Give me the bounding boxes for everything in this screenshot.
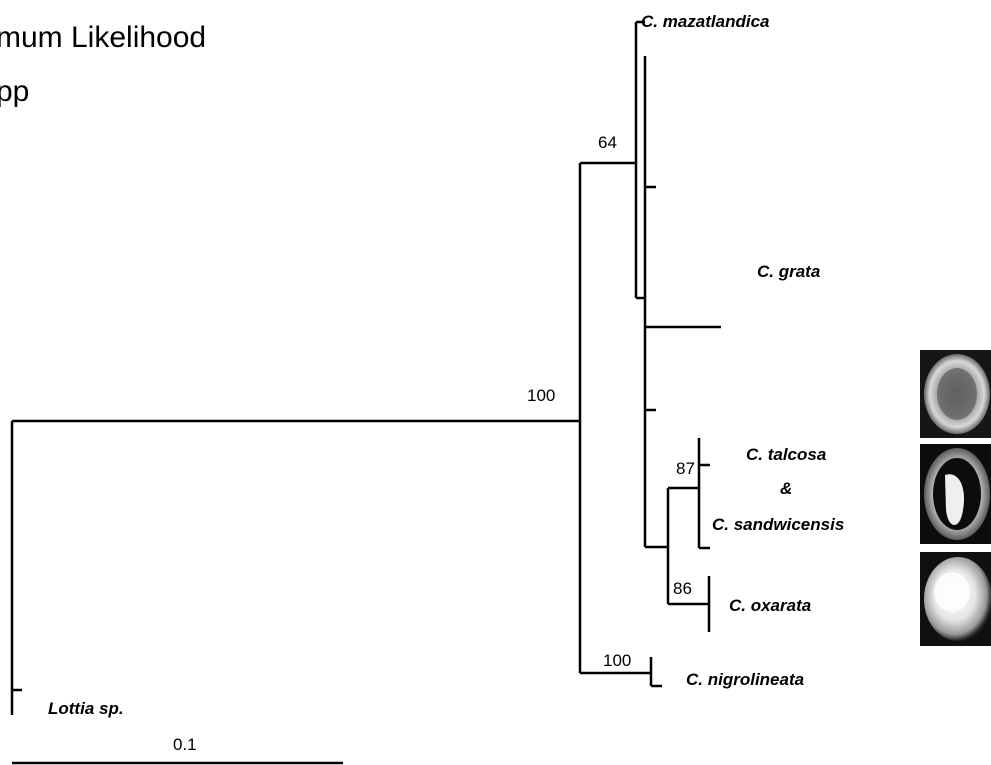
taxon-label-talcosa: C. talcosa bbox=[746, 445, 826, 464]
bootstrap-nigrolineata: 100 bbox=[603, 651, 631, 670]
taxon-label-nigrolineata: C. nigrolineata bbox=[686, 670, 804, 689]
bootstrap-grata-clade: 64 bbox=[598, 133, 617, 152]
scale-bar-label: 0.1 bbox=[173, 735, 197, 754]
bootstrap-talcosa-sandwicensis: 87 bbox=[676, 459, 695, 478]
taxon-label-oxarata: C. oxarata bbox=[729, 596, 811, 615]
taxon-label-lottia: Lottia sp. bbox=[48, 699, 124, 718]
shell-photo-top bbox=[920, 350, 991, 438]
figure-title-line-1: mum Likelihood bbox=[0, 21, 206, 54]
taxon-label-ampersand: & bbox=[780, 479, 792, 498]
shell-photo-middle bbox=[920, 444, 991, 544]
shell-photo-bottom bbox=[920, 552, 991, 646]
taxon-label-mazatlandica: C. mazatlandica bbox=[641, 12, 770, 31]
figure-title-line-2: pp bbox=[0, 75, 29, 108]
bootstrap-oxarata: 86 bbox=[673, 579, 692, 598]
bootstrap-root-clade: 100 bbox=[527, 386, 555, 405]
tree-branches bbox=[10, 20, 721, 765]
taxon-label-grata: C. grata bbox=[757, 262, 820, 281]
taxon-label-sandwicensis: C. sandwicensis bbox=[712, 515, 844, 534]
